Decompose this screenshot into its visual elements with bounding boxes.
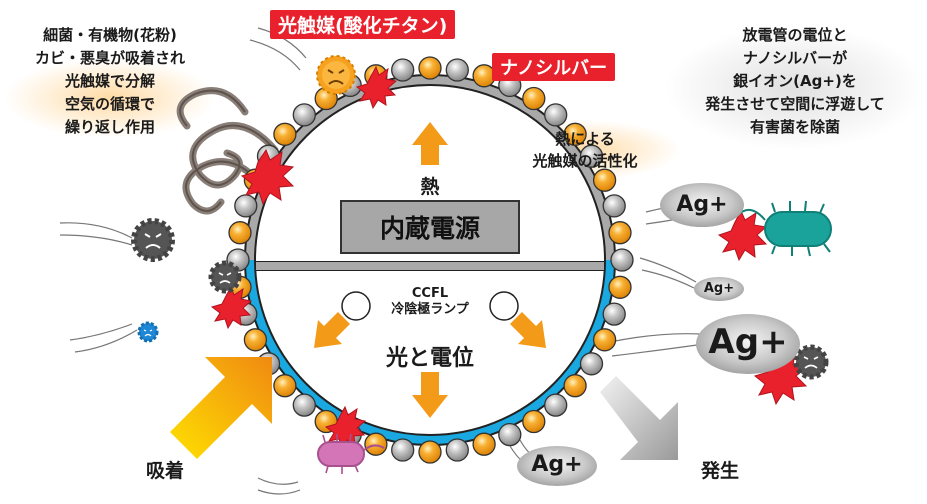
nanosilver-bead [498,422,522,447]
photocatalyst-bead [522,409,546,434]
photocatalyst-bead [563,122,587,146]
ag-ion-label-2: Ag+ [703,281,735,296]
photocatalyst-bead [592,168,617,192]
splat-3 [210,285,253,330]
heat-note-line: 光触媒の活性化 [532,152,638,170]
nanosilver-bead [234,194,258,218]
photocatalyst-bead [273,122,297,146]
ag-bubble-1 [660,183,744,227]
left-note-line: 空気の循環で [64,95,155,113]
nanosilver-bead [602,302,626,326]
light-arrow-right [510,312,546,348]
left-note-line: 細菌・有機物(花粉) [43,26,177,44]
nanosilver-bead [391,438,415,462]
photocatalyst-tag: 光触媒(酸化チタン) [270,10,456,39]
photocatalyst-bead [243,328,268,352]
left-note-line: カビ・悪臭が吸着され [34,49,185,67]
left-note-line: 光触媒で分解 [64,72,155,90]
right-note-line: 発生させて空間に浮遊して [705,95,885,113]
nanosilver-bead [602,194,626,218]
power-box-label: 内蔵電源 [379,214,480,243]
nanosilver-tag: ナノシルバー [492,53,616,81]
bacteria-pink [317,433,385,474]
left-note-glow [5,58,215,138]
photocatalyst-bead [418,56,442,80]
right-note-glow [665,26,925,150]
photocatalyst-bead [364,432,388,456]
right-note: 放電管の電位と ナノシルバーが 銀イオン(Ag+)を 発生させて空間に浮遊して … [665,24,925,139]
nanosilver-bead [445,58,469,82]
right-note-line: 放電管の電位と [742,26,848,44]
splats [210,65,808,450]
heat-label: 熱 [420,176,440,198]
photocatalyst-bead [418,440,442,464]
ag-ion-label-3: Ag+ [708,322,788,362]
ag-bubble-2 [694,277,744,301]
bacteria-teal [736,200,832,257]
left-note: 細菌・有機物(花粉) カビ・悪臭が吸着され 光触媒で分解 空気の循環で 繰り返し… [10,24,210,139]
ag-bubble-3 [696,314,800,374]
ag-bubble-4 [517,446,597,486]
photocatalyst-bead [472,432,496,456]
lamp-interior [250,80,610,440]
ag-ion-label-1: Ag+ [676,192,728,217]
ccfl-electrode-right [489,291,519,321]
nanosilver-bead [292,103,316,127]
photocatalyst-bead [608,221,632,245]
nanosilver-bead [544,393,568,417]
heat-arrow [412,122,448,165]
ring-lower-blue [245,259,615,445]
divider-bar [256,262,604,270]
virus-dark-right [793,344,829,380]
photocatalyst-bead [273,374,297,398]
adsorb-arrow [170,357,272,459]
odor-swirl-outline [179,89,276,212]
photocatalyst-bead [522,86,546,111]
pollen [316,55,356,95]
photocatalyst-bead [228,221,252,245]
heat-note-line: 熱による [555,130,615,148]
nanosilver-bead [610,248,634,272]
ag-ion-label-4: Ag+ [531,452,583,477]
right-note-line: 有害菌を除菌 [749,118,840,136]
photocatalyst-bead [563,374,587,398]
splat-4 [717,209,768,262]
left-note-line: 繰り返し作用 [64,118,155,136]
splat-1 [240,148,295,206]
virus-dark [131,218,175,262]
virus-dark-small [208,260,242,294]
ccfl-label: CCFL 冷陰極ランプ [370,286,490,318]
light-arrow-left [314,312,350,348]
generate-label: 発生 [700,460,739,482]
nanosilver-bead [292,393,316,417]
nanosilver-bead [579,144,604,168]
light-arrow-down [412,372,448,418]
power-box: 内蔵電源 [340,200,520,254]
generate-arrow [600,376,678,460]
nanosilver-bead [391,58,415,82]
arrows [314,122,546,418]
ccfl-jp: 冷陰極ランプ [391,302,469,317]
right-note-line: ナノシルバーが [742,49,848,67]
nanosilver-bead [544,103,568,127]
splat-2 [355,65,398,110]
light-potential-label: 光と電位 [385,346,474,371]
photocatalyst-bead [608,275,632,299]
nanosilver-bead [445,438,469,462]
photocatalyst-bead [592,328,617,352]
nanosilver-bead [579,352,604,376]
splat-6 [324,405,367,450]
virus-blue [137,321,159,343]
adsorb-label: 吸着 [145,460,184,482]
ccfl-electrode-left [341,291,371,321]
ring-inner-edge [254,84,606,436]
right-note-line: 銀イオン(Ag+)を [733,72,857,90]
ccfl-en: CCFL [411,286,449,301]
heat-note: 熱による 光触媒の活性化 [505,128,665,172]
